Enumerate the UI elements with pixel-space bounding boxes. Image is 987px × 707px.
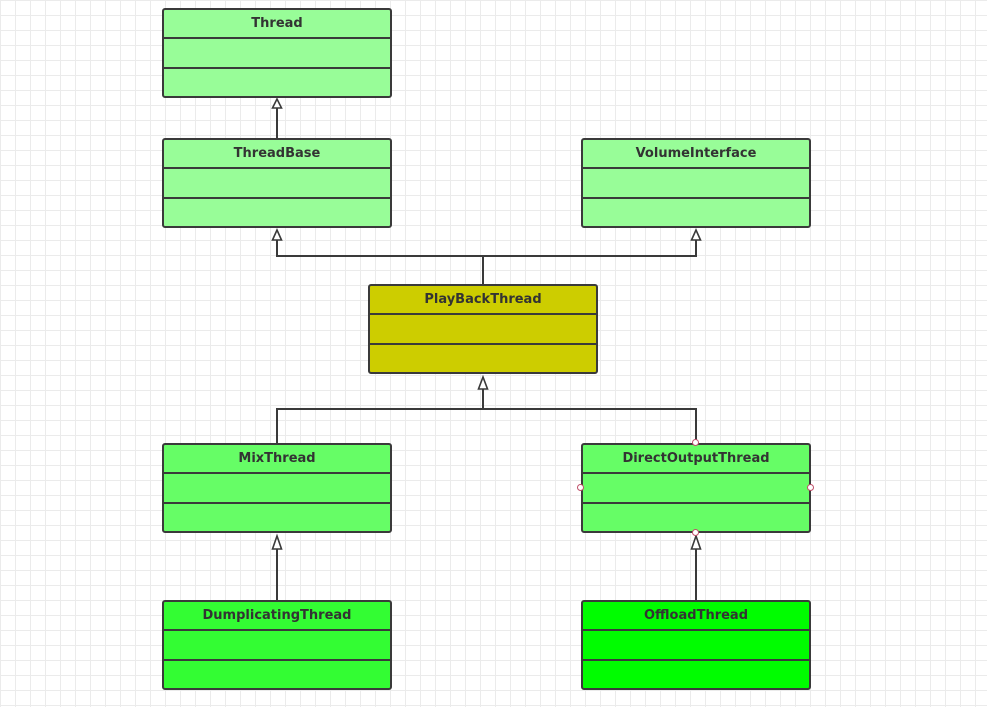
class-threadbase[interactable]: ThreadBase (162, 138, 392, 228)
methods-compartment (370, 342, 596, 372)
class-name: Thread (251, 16, 303, 32)
attributes-compartment (164, 472, 390, 501)
inheritance-mixthread-playbackthread (276, 389, 484, 443)
inheritance-playbackthread-volumeinterface (483, 240, 697, 257)
resize-handle-right[interactable] (807, 484, 814, 491)
inheritance-arrowhead (690, 228, 702, 241)
attributes-compartment (583, 629, 809, 658)
resize-handle-left[interactable] (577, 484, 584, 491)
inheritance-directoutputthread-playbackthread (483, 408, 697, 443)
class-volumeinterface[interactable]: VolumeInterface (581, 138, 811, 228)
class-name: PlayBackThread (424, 292, 542, 308)
attributes-compartment (583, 472, 809, 501)
methods-compartment (164, 501, 390, 531)
inheritance-arrowhead (271, 97, 283, 109)
methods-compartment (583, 658, 809, 688)
class-name: DirectOutputThread (622, 451, 770, 467)
attributes-compartment (164, 37, 390, 66)
class-name: MixThread (238, 451, 316, 467)
class-directoutputthread[interactable]: DirectOutputThread (581, 443, 811, 533)
resize-handle-top[interactable] (692, 439, 699, 446)
class-offloadthread[interactable]: OffloadThread (581, 600, 811, 690)
inheritance-playbackthread-threadbase (276, 240, 484, 284)
class-name: DumplicatingThread (202, 608, 352, 624)
class-name: VolumeInterface (635, 146, 757, 162)
attributes-compartment (164, 167, 390, 196)
attributes-compartment (583, 167, 809, 196)
methods-compartment (583, 501, 809, 531)
class-name: ThreadBase (233, 146, 321, 162)
methods-compartment (583, 196, 809, 226)
class-name: OffloadThread (644, 608, 748, 624)
methods-compartment (164, 658, 390, 688)
inheritance-arrowhead (690, 533, 702, 550)
class-dumplicatingthread[interactable]: DumplicatingThread (162, 600, 392, 690)
inheritance-arrowhead (271, 228, 283, 241)
inheritance-arrowhead (477, 374, 489, 390)
inheritance-arrowhead (271, 533, 283, 550)
class-thread[interactable]: Thread (162, 8, 392, 98)
attributes-compartment (370, 313, 596, 342)
methods-compartment (164, 196, 390, 226)
methods-compartment (164, 66, 390, 96)
class-playbackthread[interactable]: PlayBackThread (368, 284, 598, 374)
class-mixthread[interactable]: MixThread (162, 443, 392, 533)
resize-handle-bottom[interactable] (692, 529, 699, 536)
attributes-compartment (164, 629, 390, 658)
